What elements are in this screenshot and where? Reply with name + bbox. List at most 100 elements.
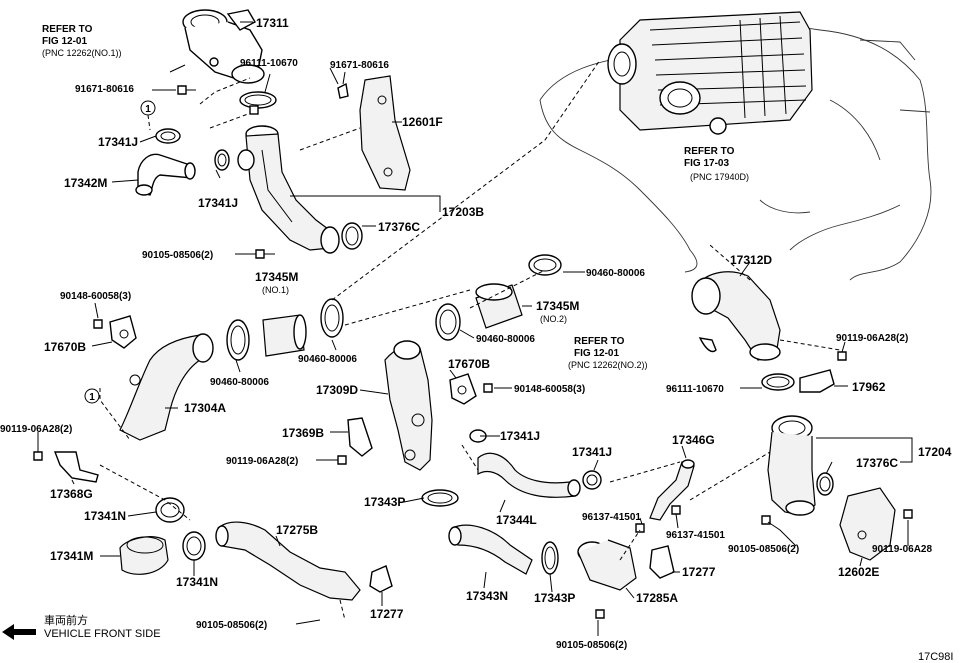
- pipe-17309d: [384, 340, 433, 471]
- label-90460-a: 90460-80006: [586, 268, 645, 279]
- label-90119-d: 90119-06A28: [872, 544, 932, 555]
- label-91671-b: 91671-80616: [75, 84, 134, 95]
- label-17345m-a: 17345M: [255, 270, 298, 284]
- label-17341j-c: 17341J: [500, 429, 540, 443]
- pipe-17285a: [577, 539, 637, 619]
- refer3-fig: FIG 12-01: [574, 348, 619, 359]
- label-17285a: 17285A: [636, 591, 678, 605]
- label-17376c-a: 17376C: [378, 220, 420, 234]
- label-17670b-a: 17670B: [44, 340, 86, 354]
- pipe-17203b: [237, 125, 340, 254]
- label-90119-b: 90119-06A28(2): [0, 424, 72, 435]
- intercooler: [607, 11, 813, 135]
- label-17311: 17311: [256, 16, 289, 30]
- label-12601f: 12601F: [402, 115, 443, 129]
- bolts-96137: [635, 505, 681, 533]
- hose-17346g: [649, 459, 695, 521]
- label-17312d: 17312D: [730, 253, 772, 267]
- bracket-17368g: [33, 451, 99, 483]
- clamp-90460-a: [528, 254, 562, 276]
- hose-17343n: [448, 524, 533, 575]
- sensor-17670b-a: [93, 315, 137, 349]
- label-17277-b: 17277: [370, 607, 404, 621]
- label-17376c-b: 17376C: [856, 456, 898, 470]
- label-17345m-b: 17345M: [536, 299, 579, 313]
- diagram-code: 17C98I: [918, 651, 953, 663]
- label-90460-d: 90460-80006: [298, 354, 357, 365]
- refer1-title: REFER TO: [42, 24, 93, 35]
- clamp-90460-c: [226, 319, 250, 361]
- pipe-17275b: [215, 521, 361, 601]
- bracket-12601f: [337, 71, 411, 191]
- sensor-17670b-b: [449, 373, 493, 405]
- bracket-17962: [799, 351, 847, 393]
- label-90105-a: 90105-08506(2): [142, 250, 213, 261]
- sleeve-17345m-no2: [475, 283, 523, 329]
- label-12602e: 12602E: [838, 565, 879, 579]
- label-90148-b: 90148-60058(3): [514, 384, 585, 395]
- clamp-90460-b: [435, 303, 461, 341]
- refer2-title: REFER TO: [684, 146, 735, 157]
- label-90119-a: 90119-06A28(2): [836, 333, 908, 344]
- refer1-pnc: (PNC 12262(NO.1)): [42, 48, 122, 58]
- label-17343p-a: 17343P: [364, 495, 405, 509]
- clamp-17341j-b: [214, 149, 230, 171]
- clamp-96111-right: [761, 373, 795, 391]
- refer2-pnc: (PNC 17940D): [690, 172, 749, 182]
- label-17345m-b-sub: (NO.2): [540, 314, 567, 324]
- label-17368g: 17368G: [50, 487, 93, 501]
- label-90105-b: 90105-08506(2): [728, 544, 799, 555]
- part-17311: [182, 9, 265, 84]
- refer3-pnc: (PNC 12262(NO.2)): [568, 360, 648, 370]
- pipe-17304a: [119, 333, 214, 441]
- label-90460-b: 90460-80006: [476, 334, 535, 345]
- bolt-90105-a: [255, 249, 275, 259]
- leader-lines: [37, 21, 913, 636]
- clamp-17341j-a: [155, 128, 181, 144]
- label-17204: 17204: [918, 445, 952, 459]
- front-en: VEHICLE FRONT SIDE: [44, 628, 161, 640]
- label-17309d: 17309D: [316, 383, 358, 397]
- bracket-17369b: [337, 417, 373, 465]
- label-90119-c: 90119-06A28(2): [226, 456, 298, 467]
- label-96111-b: 96111-10670: [666, 384, 724, 395]
- label-96137-a: 96137-41501: [582, 512, 641, 523]
- arrow-left-icon: [2, 624, 36, 640]
- label-96137-b: 96137-41501: [666, 530, 725, 541]
- sleeve-17345m-no1: [262, 314, 307, 357]
- label-90148-a: 90148-60058(3): [60, 291, 131, 302]
- vehicle-front-indicator: 車両前方 VEHICLE FRONT SIDE: [2, 613, 161, 640]
- label-17304a: 17304A: [184, 401, 226, 415]
- label-90105-c: 90105-08506(2): [196, 620, 267, 631]
- gasket-17277-a: [369, 565, 393, 593]
- label-90105-d: 90105-08506(2): [556, 640, 627, 651]
- refer2-fig: FIG 17-03: [684, 158, 729, 169]
- label-96111-a: 96111-10670: [240, 58, 298, 69]
- hose-17342m: [135, 153, 196, 196]
- hose-17344l: [477, 452, 581, 498]
- label-17369b: 17369B: [282, 426, 324, 440]
- label-17275b: 17275B: [276, 523, 318, 537]
- gasket-17277-b: [649, 545, 675, 579]
- refer1-fig: FIG 12-01: [42, 36, 87, 47]
- label-90460-c: 90460-80006: [210, 377, 269, 388]
- label-17343n: 17343N: [466, 589, 508, 603]
- sleeve-17341m: [119, 536, 169, 575]
- label-17341j-a: 17341J: [98, 135, 138, 149]
- clamp-96111-top: [239, 91, 277, 115]
- guide-lines: [99, 59, 841, 621]
- bracket-12602e: [761, 487, 913, 561]
- part-labels: REFER TO FIG 12-01 (PNC 12262(NO.1)) REF…: [0, 16, 952, 651]
- label-17342m: 17342M: [64, 176, 107, 190]
- label-17345m-a-sub: (NO.1): [262, 285, 289, 295]
- clamp-17341n-b: [182, 531, 206, 561]
- clamp-17343p-a: [421, 489, 459, 507]
- refer3-title: REFER TO: [574, 336, 625, 347]
- label-17962: 17962: [852, 380, 886, 394]
- label-17344l: 17344L: [496, 513, 537, 527]
- label-17346g: 17346G: [672, 433, 715, 447]
- label-17343p-b: 17343P: [534, 591, 575, 605]
- svg-text:1: 1: [89, 392, 95, 403]
- bolts-top: [177, 85, 196, 95]
